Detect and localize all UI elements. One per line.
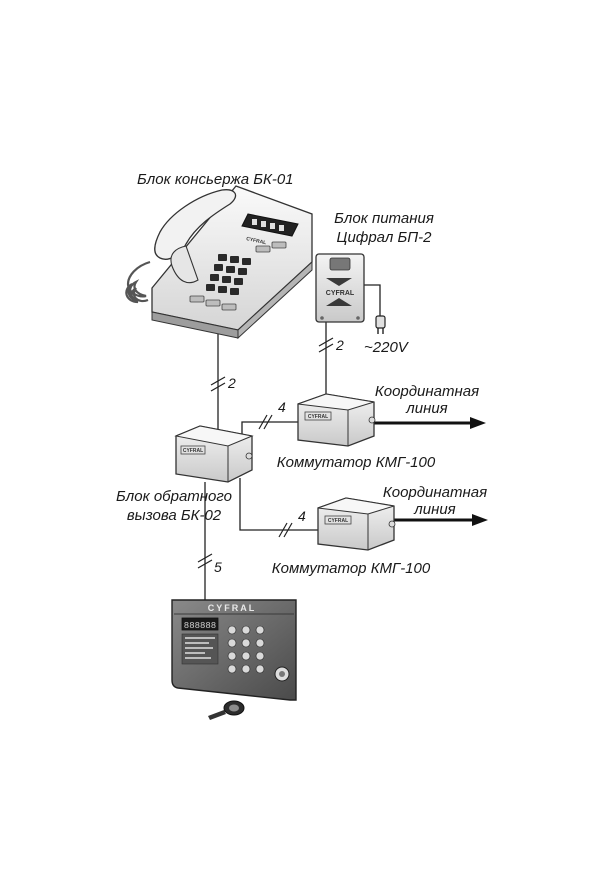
commutator-box-2-icon: CYFRAL <box>317 497 396 551</box>
wire-count-panel: 5 <box>214 559 222 575</box>
panel-brand: CYFRAL <box>208 603 257 613</box>
concierge-label: Блок консьержа БК-01 <box>137 171 294 188</box>
coordinate-arrow-1 <box>374 417 486 429</box>
mains-label: ~220V <box>364 339 410 356</box>
phone-icon: CYFRAL <box>125 185 313 340</box>
switch2-label: Коммутатор КМГ-100 <box>272 560 431 577</box>
power-plug-icon <box>375 315 386 334</box>
switch2-brand: CYFRAL <box>328 518 348 524</box>
callback-brand: CYFRAL <box>183 448 203 454</box>
psu-label-line1: Блок питания <box>334 210 434 227</box>
psu-brand: CYFRAL <box>326 290 355 297</box>
wire-ticks <box>197 337 334 569</box>
intercom-call-panel-icon: CYFRAL 888888 <box>171 599 297 701</box>
psu-label-line2: Цифрал БП-2 <box>337 229 433 246</box>
coord1-label-line1: Координатная <box>375 383 479 400</box>
switch1-label: Коммутатор КМГ-100 <box>277 454 436 471</box>
power-supply-icon: CYFRAL <box>315 253 365 323</box>
commutator-box-1-icon: CYFRAL <box>297 393 376 447</box>
panel-display: 888888 <box>184 621 216 631</box>
coordinate-arrow-2 <box>394 514 488 526</box>
switch1-brand: CYFRAL <box>308 414 328 420</box>
wire-count-psu: 2 <box>335 337 344 353</box>
callback-label-line1: Блок обратного <box>116 488 232 505</box>
wire-count-switch2: 4 <box>298 508 306 524</box>
wire-count-switch1: 4 <box>278 399 286 415</box>
coord2-label-line1: Координатная <box>383 484 487 501</box>
phone-brand: CYFRAL <box>246 236 267 246</box>
coord2-label-line2: линия <box>413 501 455 518</box>
wire-callback-to-switch2 <box>239 478 318 531</box>
callback-label-line2: вызова БК-02 <box>127 507 222 524</box>
coord1-label-line2: линия <box>405 400 447 417</box>
wire-psu-to-plug <box>364 284 381 316</box>
touch-memory-key-icon <box>208 700 245 720</box>
wire-count-phone: 2 <box>227 375 236 391</box>
callback-unit-icon: CYFRAL <box>174 425 254 483</box>
